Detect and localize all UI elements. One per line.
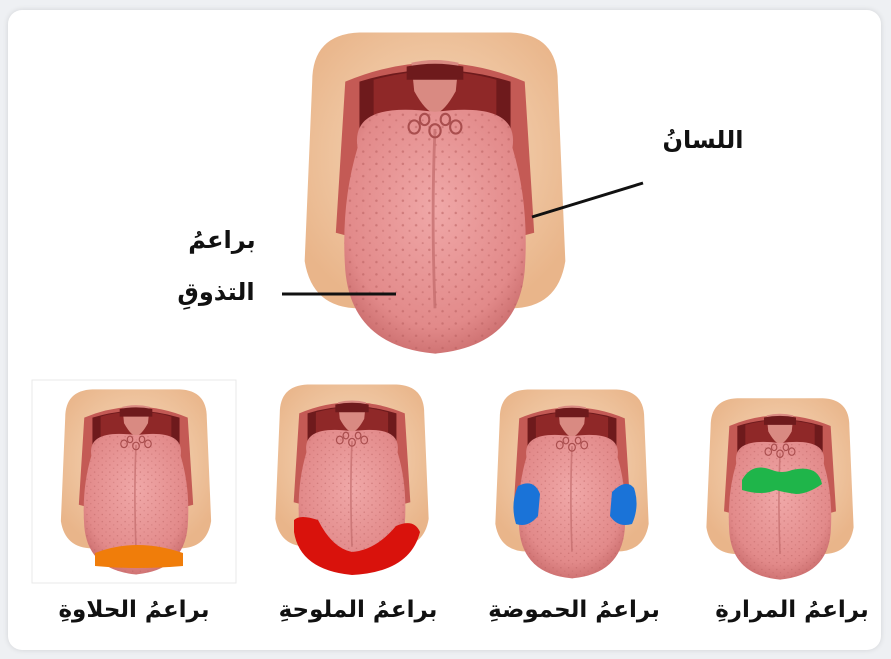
sour-region-diagram: [495, 389, 648, 578]
main-tongue-illustration: [305, 33, 566, 354]
tongue-label: اللسانُ: [663, 126, 744, 154]
bitter-caption: براعمُ المرارةِ: [715, 597, 869, 623]
sweet-region-diagram: [32, 380, 236, 583]
taste-buds-label-line1: براعمُ: [188, 226, 255, 254]
salty-region-diagram: [275, 384, 428, 575]
sweet-caption: براعمُ الحلاوةِ: [58, 597, 209, 623]
sour-caption: براعمُ الحموضةِ: [488, 597, 660, 623]
salty-caption: براعمُ الملوحةِ: [279, 597, 438, 623]
taste-buds-label-line2: التذوقِ: [177, 278, 254, 310]
bitter-region-diagram: [706, 398, 853, 579]
